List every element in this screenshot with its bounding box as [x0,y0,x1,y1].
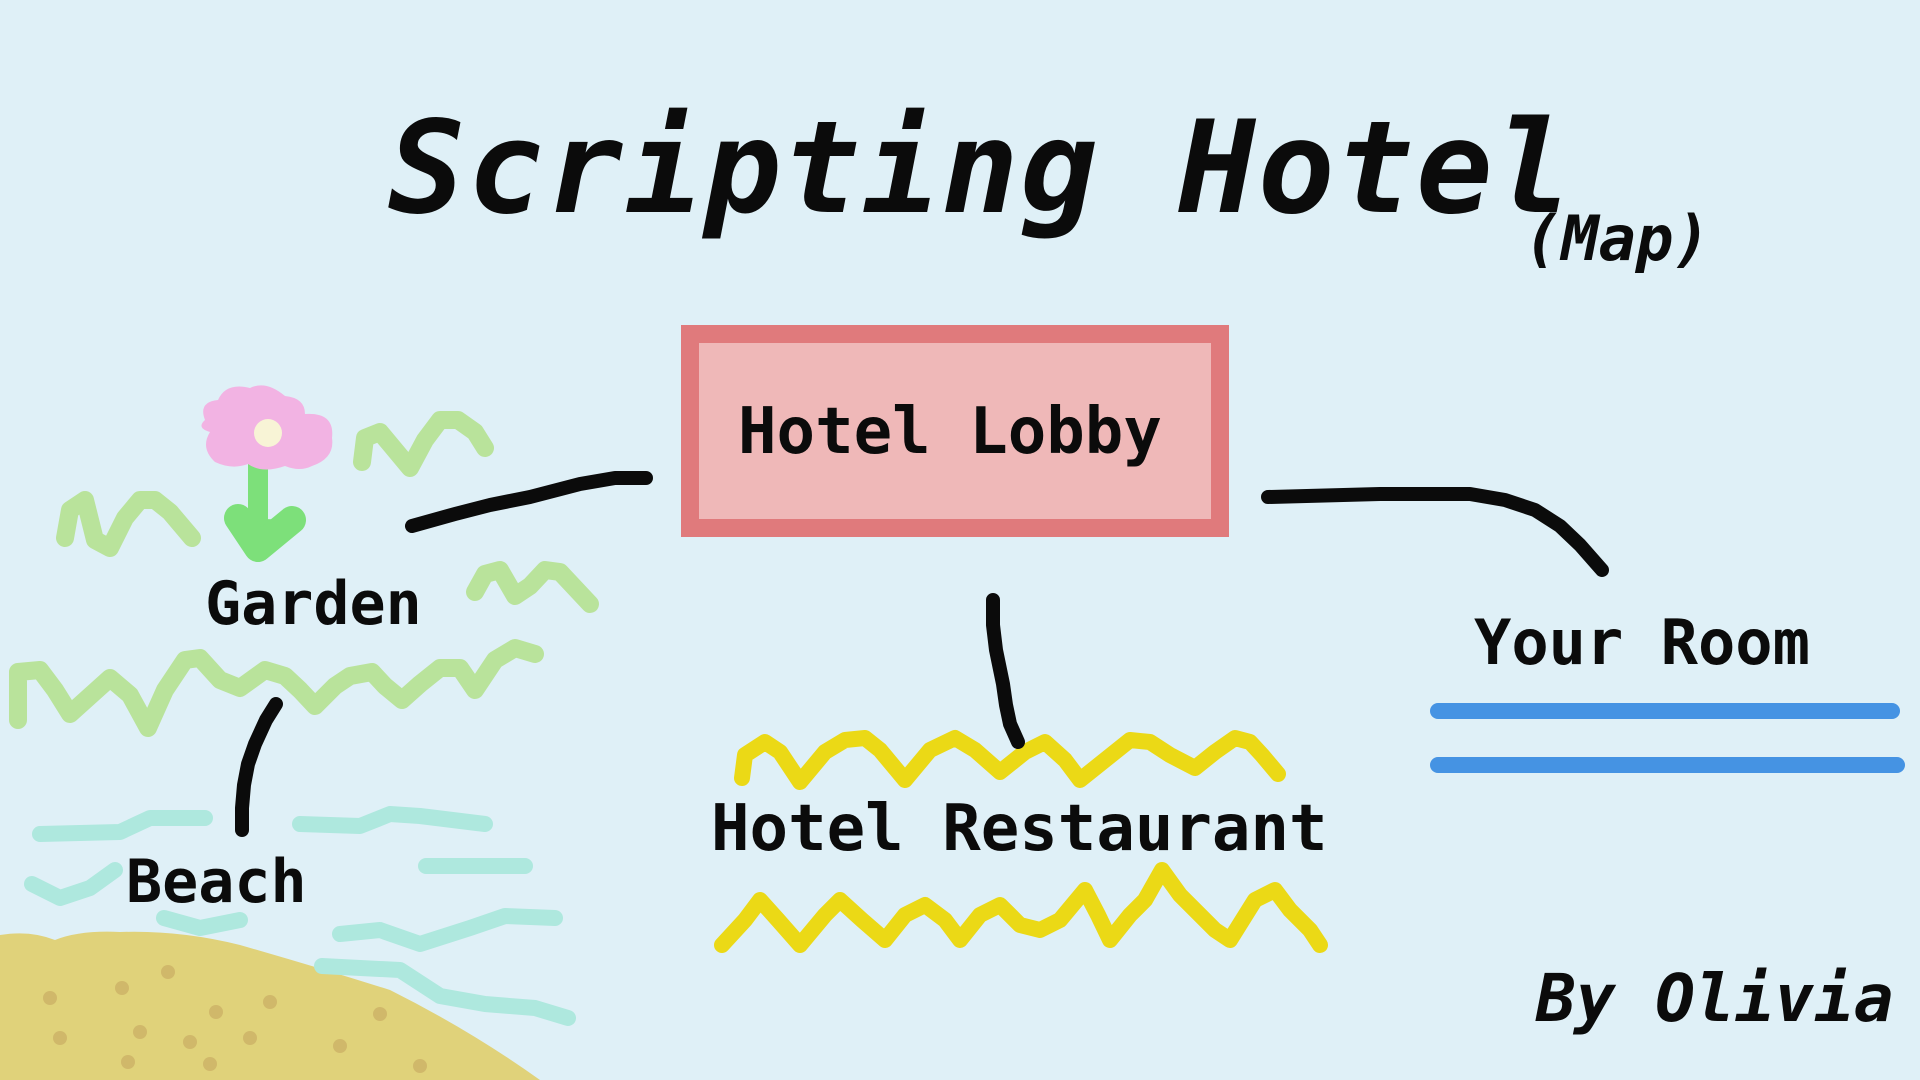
map-subtitle: (Map) [1524,202,1711,275]
location-label-garden[interactable]: Garden [205,569,422,639]
location-label-restaurant[interactable]: Hotel Restaurant [711,792,1328,866]
connecting-paths [235,471,1609,837]
path-garden-beach [235,697,283,837]
room-lines [1430,703,1905,773]
location-label-your-room[interactable]: Your Room [1474,606,1810,679]
path-lobby-room [1261,487,1609,577]
sand-dots [43,965,427,1073]
flower-icon [201,385,333,562]
map-title: Scripting Hotel [388,94,1574,243]
lobby-box[interactable] [681,325,1229,537]
author-byline: By Olivia [1536,960,1894,1037]
location-label-lobby[interactable]: Hotel Lobby [738,395,1162,469]
location-label-beach[interactable]: Beach [126,847,307,917]
restaurant-zigzags [714,730,1328,953]
path-lobby-restaurant [986,593,1025,749]
water-waves [24,806,576,1026]
grass-zigzags [9,411,599,737]
path-lobby-garden [405,471,653,533]
